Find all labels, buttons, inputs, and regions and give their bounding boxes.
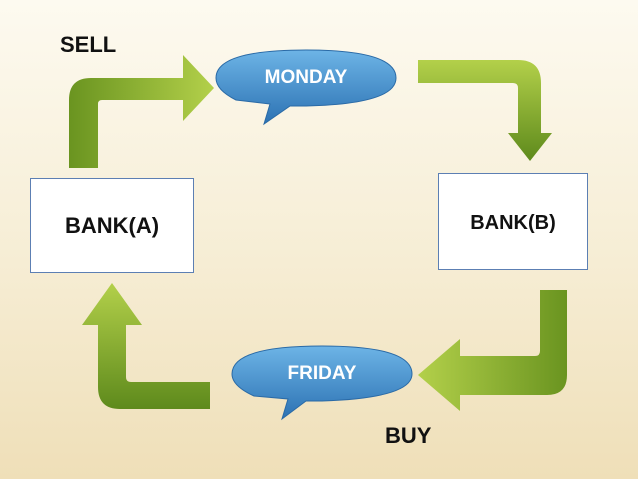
sell-label: SELL [60, 32, 117, 57]
buy-label: BUY [385, 423, 432, 448]
curved-arrow-icon [82, 283, 210, 409]
speech-bubble-icon [231, 345, 413, 421]
monday-label: MONDAY [264, 67, 348, 88]
speech-bubble-icon [215, 49, 397, 126]
curved-arrow-icon [418, 60, 552, 161]
curved-arrow-icon [418, 290, 567, 411]
friday-label: FRIDAY [287, 363, 357, 384]
bank-b-label: BANK(B) [470, 212, 556, 234]
bank-a-box: BANK(A) [30, 178, 194, 273]
bank-b-box: BANK(B) [438, 173, 588, 270]
curved-arrow-icon [69, 55, 214, 168]
bank-a-label: BANK(A) [64, 212, 160, 238]
